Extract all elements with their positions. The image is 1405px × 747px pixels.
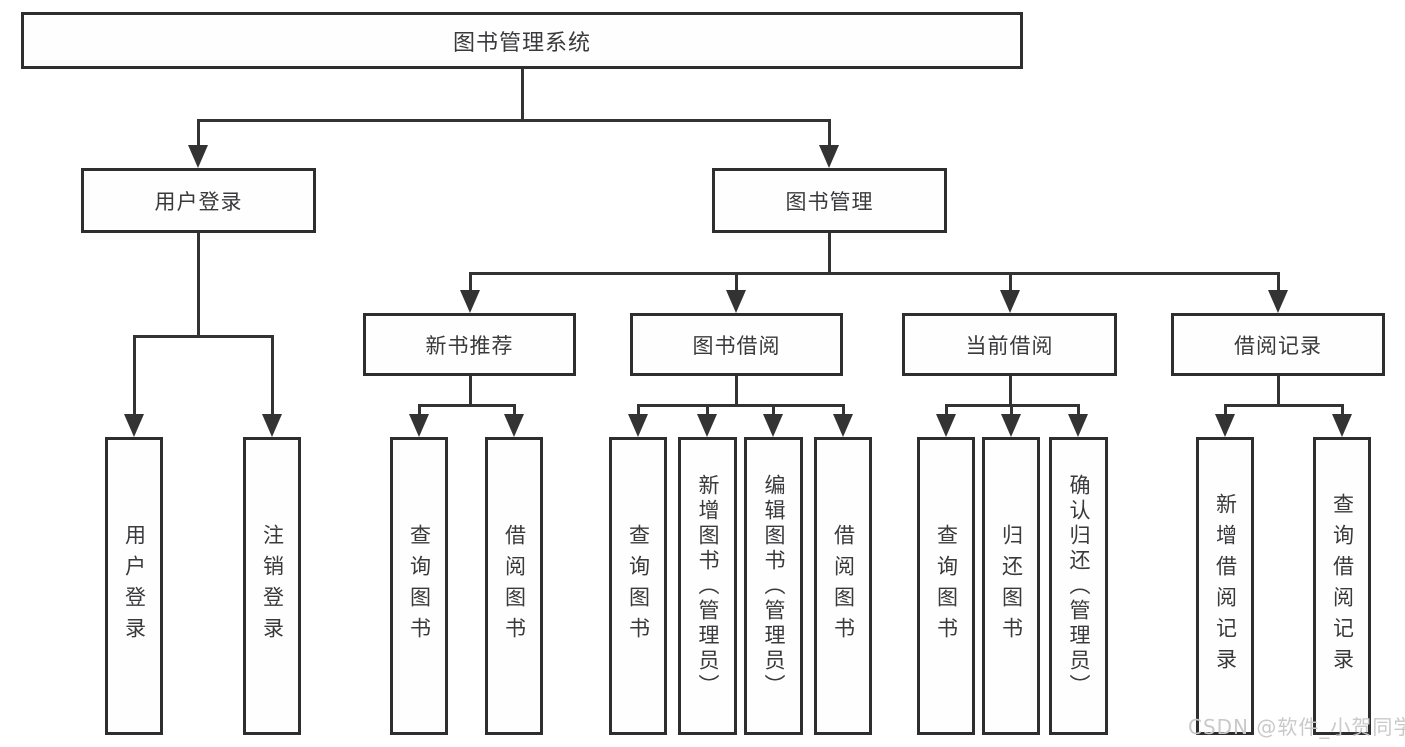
connector-line [1009, 376, 1012, 407]
node-user-login: 用户登录 [81, 168, 316, 233]
connector-line [1277, 376, 1280, 407]
node-label: 新书推荐 [425, 333, 514, 358]
leaf-label: 新增图书（管理员） [696, 473, 720, 699]
arrow-down-icon [1000, 290, 1020, 313]
leaf-label: 确认归还（管理员） [1067, 473, 1091, 699]
node-label: 用户登录 [154, 189, 243, 214]
connector-line [513, 404, 516, 420]
connector-line [1341, 404, 1344, 420]
leaf-return-books: 归还图书 [982, 437, 1040, 735]
connector-line [133, 335, 136, 420]
connector-line [133, 335, 274, 338]
arrow-down-icon [1215, 414, 1235, 437]
connector-line [469, 376, 472, 407]
leaf-label: 查询图书 [934, 524, 959, 648]
arrow-down-icon [628, 414, 648, 437]
connector-line [1009, 272, 1012, 296]
leaf-query-borrow-record: 查询借阅记录 [1313, 437, 1371, 735]
leaf-query-books-recommend: 查询图书 [390, 437, 448, 735]
leaf-edit-books-admin: 编辑图书（管理员） [744, 437, 803, 735]
node-book-management: 图书管理 [712, 168, 947, 233]
leaf-add-books-admin: 新增图书（管理员） [678, 437, 737, 735]
connector-line [197, 119, 200, 150]
arrow-down-icon [262, 414, 282, 437]
leaf-label: 用户登录 [122, 524, 147, 648]
csdn-watermark: CSDN @软件_小贺同学 [1188, 715, 1405, 739]
arrow-down-icon [819, 145, 839, 168]
leaf-add-borrow-record: 新增借阅记录 [1196, 437, 1254, 735]
connector-line [271, 335, 274, 420]
connector-line [197, 233, 200, 338]
arrow-down-icon [124, 414, 144, 437]
connector-line [1224, 404, 1344, 407]
leaf-borrow-books-recommend: 借阅图书 [485, 437, 543, 735]
arrow-down-icon [504, 414, 524, 437]
connector-line [945, 404, 1080, 407]
node-new-book-recommendation: 新书推荐 [363, 313, 576, 376]
leaf-label: 借阅图书 [502, 524, 527, 648]
leaf-label: 注销登录 [260, 524, 285, 648]
leaf-label: 归还图书 [999, 524, 1024, 648]
leaf-label: 借阅图书 [831, 524, 856, 648]
node-label: 当前借阅 [965, 333, 1054, 358]
connector-line [706, 404, 709, 420]
arrow-down-icon [833, 414, 853, 437]
arrow-down-icon [409, 414, 429, 437]
connector-line [828, 233, 831, 275]
leaf-label: 新增借阅记录 [1213, 493, 1238, 679]
leaf-label: 编辑图书（管理员） [762, 473, 786, 699]
connector-line [945, 404, 948, 420]
connector-line [521, 69, 524, 121]
node-label: 借阅记录 [1234, 333, 1322, 358]
arrow-down-icon [726, 290, 746, 313]
arrow-down-icon [1332, 414, 1352, 437]
leaf-user-login: 用户登录 [105, 437, 163, 735]
connector-line [1077, 404, 1080, 420]
connector-line [197, 119, 831, 122]
arrow-down-icon [763, 414, 783, 437]
connector-line [469, 272, 472, 296]
connector-line [637, 404, 640, 420]
leaf-label: 查询图书 [626, 524, 651, 648]
connector-line [1277, 272, 1280, 296]
connector-line [735, 376, 738, 407]
node-current-borrowing: 当前借阅 [902, 313, 1117, 376]
connector-line [637, 404, 845, 407]
node-label: 图书管理系统 [452, 30, 591, 56]
connector-line [1010, 404, 1013, 420]
leaf-query-books-borrow: 查询图书 [609, 437, 667, 735]
arrow-down-icon [460, 290, 480, 313]
leaf-borrow-books: 借阅图书 [814, 437, 872, 735]
connector-line [469, 272, 1280, 275]
leaf-label: 查询借阅记录 [1330, 493, 1355, 679]
connector-line [842, 404, 845, 420]
connector-line [1224, 404, 1227, 420]
connector-line [418, 404, 516, 407]
connector-line [828, 119, 831, 150]
connector-line [735, 272, 738, 296]
leaf-confirm-return-admin: 确认归还（管理员） [1049, 437, 1108, 735]
arrow-down-icon [697, 414, 717, 437]
arrow-down-icon [936, 414, 956, 437]
leaf-logout: 注销登录 [243, 437, 301, 735]
arrow-down-icon [188, 145, 208, 168]
connector-line [418, 404, 421, 420]
arrow-down-icon [1268, 290, 1288, 313]
arrow-down-icon [1068, 414, 1088, 437]
node-library-management-system: 图书管理系统 [21, 12, 1023, 69]
leaf-label: 查询图书 [407, 524, 432, 648]
leaf-query-books-current: 查询图书 [917, 437, 975, 735]
node-book-borrowing: 图书借阅 [630, 313, 843, 376]
node-borrowing-records: 借阅记录 [1171, 313, 1385, 376]
connector-line [772, 404, 775, 420]
arrow-down-icon [1001, 414, 1021, 437]
node-label: 图书借阅 [692, 333, 781, 358]
node-label: 图书管理 [785, 189, 874, 214]
